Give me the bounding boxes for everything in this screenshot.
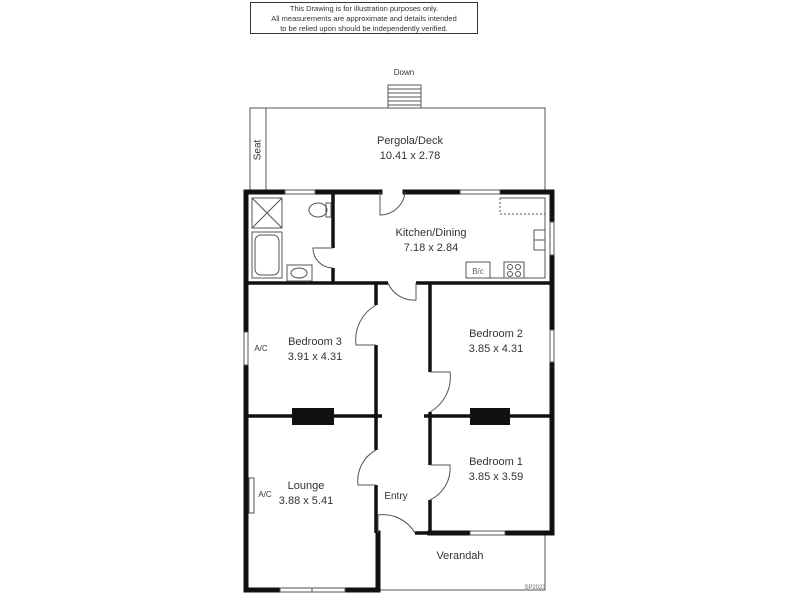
lounge-size: 3.88 x 5.41 [278, 495, 334, 507]
bedroom2-name: Bedroom 2 [469, 328, 523, 340]
cooktop [503, 261, 525, 279]
basin [286, 264, 313, 282]
disclaimer-box: This Drawing is for illustration purpose… [250, 2, 478, 34]
disclaimer-line-1: This Drawing is for illustration purpose… [289, 4, 439, 13]
bedroom1-size: 3.85 x 3.59 [468, 471, 524, 483]
disclaimer-line-2: All measurements are approximate and det… [271, 14, 457, 23]
fireplace-right [470, 408, 510, 425]
ac-units [248, 477, 255, 514]
door-swings [312, 191, 451, 534]
interior-walls [246, 192, 552, 535]
exterior-walls [243, 189, 555, 593]
toilet [308, 202, 328, 218]
bathtub [251, 231, 283, 279]
fireplace-left [292, 408, 334, 425]
bic-label: B/c [472, 267, 484, 276]
down-label: Down [393, 68, 415, 77]
kitchen-name: Kitchen/Dining [395, 227, 467, 239]
verandah-name: Verandah [436, 550, 484, 562]
bedroom2-size: 3.85 x 4.31 [468, 343, 524, 355]
shower [251, 197, 283, 229]
windows [243, 189, 555, 593]
bedroom3-name: Bedroom 3 [288, 336, 342, 348]
kitchen-size: 7.18 x 2.84 [403, 242, 459, 254]
entry-name: Entry [384, 491, 408, 502]
seat-label: Seat [252, 139, 264, 161]
disclaimer-line-3: to be relied upon should be independentl… [280, 24, 448, 33]
ac-bedroom3-label: A/C [254, 344, 268, 353]
bathroom-fixtures [251, 197, 332, 282]
pergola-name: Pergola/Deck [376, 135, 444, 147]
ac-lounge-label: A/C [258, 490, 272, 499]
plan-code: SP2023 [524, 585, 546, 591]
bedroom1-name: Bedroom 1 [469, 456, 523, 468]
kitchen-fixtures [465, 197, 546, 279]
steps-down [387, 84, 422, 109]
bedroom3-size: 3.91 x 4.31 [287, 351, 343, 363]
lounge-name: Lounge [287, 480, 325, 492]
pergola-size: 10.41 x 2.78 [379, 150, 441, 162]
